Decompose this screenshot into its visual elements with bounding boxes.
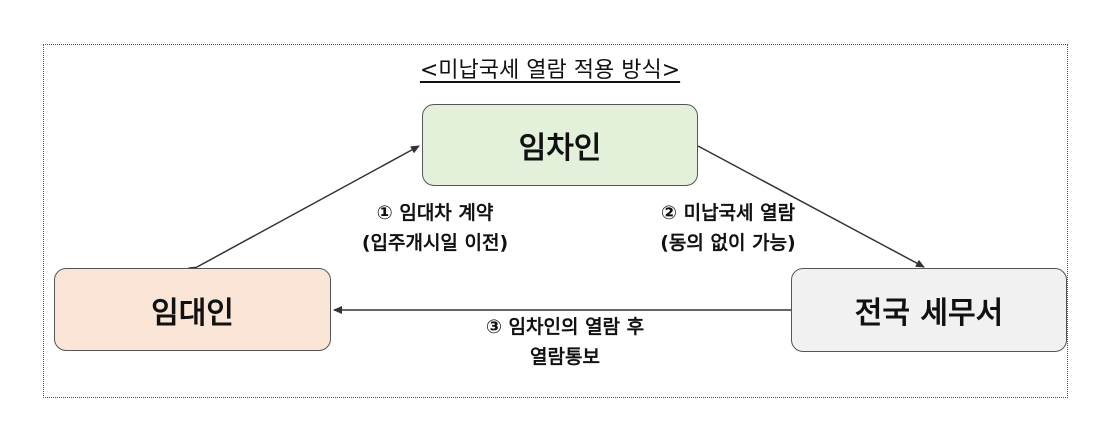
tenant-label: 임차인 [518, 131, 602, 166]
step-3-label: ③ 임차인의 열람 후 열람통보 [430, 312, 700, 372]
landlord-box: 임대인 [54, 268, 331, 351]
step-1-line1: ① 임대차 계약 [376, 202, 494, 224]
tenant-box: 임차인 [422, 104, 698, 186]
landlord-label: 임대인 [151, 295, 234, 331]
step-2-line1: ② 미납국세 열람 [660, 202, 796, 224]
step-2-line2: (동의 없이 가능) [660, 232, 796, 254]
step-1-line2: (입주개시일 이전) [361, 232, 509, 254]
step-3-line1: ③ 임차인의 열람 후 [485, 316, 645, 338]
step-3-line2: 열람통보 [530, 346, 600, 368]
diagram-title: <미납국세 열람 적용 방식> [419, 58, 681, 83]
step-2-label: ② 미납국세 열람 (동의 없이 가능) [598, 198, 858, 258]
tax-office-box: 전국 세무서 [791, 268, 1067, 352]
step-1-label: ① 임대차 계약 (입주개시일 이전) [305, 198, 565, 258]
diagram-frame [43, 44, 1068, 398]
arrow-landlord-tenant [188, 145, 420, 275]
arrow-tenant-taxoffice [697, 145, 925, 268]
tax-office-label: 전국 세무서 [854, 296, 1004, 331]
